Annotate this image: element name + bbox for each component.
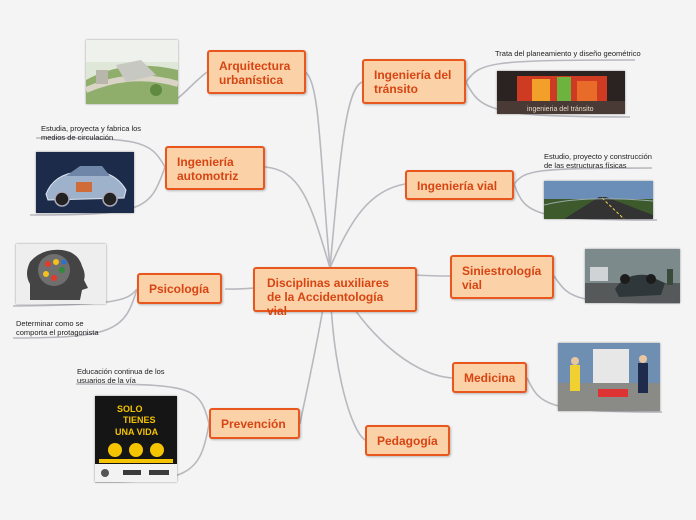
note-psicologia: Determinar como se comporta el protagoni… [16, 319, 111, 337]
node-ingenieria-automotriz[interactable]: Ingeniería automotriz [165, 146, 265, 190]
medical-response-image [558, 343, 660, 411]
node-pedagogia-label: Pedagogía [377, 434, 438, 448]
road-image [544, 181, 653, 219]
note-vial: Estudio, proyecto y construcción de las … [544, 152, 654, 170]
node-ingenieria-vial-label: Ingeniería vial [417, 179, 497, 193]
node-ingenieria-automotriz-label: Ingeniería automotriz [177, 155, 238, 183]
node-prevencion[interactable]: Prevención [209, 408, 300, 439]
node-psicologia-label: Psicología [149, 282, 209, 296]
node-ingenieria-transito[interactable]: Ingeniería del tránsito [362, 59, 466, 104]
traffic-image-caption: ingenieria del tránsito [527, 106, 594, 113]
traffic-engineering-image: ingenieria del tránsito [497, 71, 625, 114]
brain-head-image [16, 244, 106, 304]
note-automotriz: Estudia, proyecta y fabrica los medios d… [41, 124, 146, 142]
node-ingenieria-vial[interactable]: Ingeniería vial [405, 170, 514, 200]
node-pedagogia[interactable]: Pedagogía [365, 425, 450, 456]
car-cutaway-image [36, 152, 134, 213]
node-prevencion-label: Prevención [221, 417, 286, 431]
node-medicina-label: Medicina [464, 371, 515, 385]
poster-line-1: SOLO [117, 404, 143, 414]
note-prevencion: Educación continua de los usuarios de la… [77, 367, 172, 385]
node-ingenieria-transito-label: Ingeniería del tránsito [374, 68, 451, 96]
central-topic[interactable]: Disciplinas auxiliares de la Accidentolo… [253, 267, 417, 312]
prevention-poster-image: SOLO TIENES UNA VIDA [95, 396, 177, 482]
note-transito: Trata del planeamiento y diseño geométri… [495, 49, 645, 58]
node-siniestrologia[interactable]: Siniestrología vial [450, 255, 554, 299]
node-psicologia[interactable]: Psicología [137, 273, 222, 304]
node-medicina[interactable]: Medicina [452, 362, 527, 393]
node-siniestrologia-label: Siniestrología vial [462, 264, 541, 292]
central-topic-label: Disciplinas auxiliares de la Accidentolo… [267, 276, 389, 318]
poster-line-2: TIENES [123, 415, 156, 425]
crash-scene-image [585, 249, 680, 303]
node-arquitectura-label: Arquitectura urbanística [219, 59, 290, 87]
urban-architecture-image [86, 40, 178, 104]
poster-line-3: UNA VIDA [115, 427, 159, 437]
node-arquitectura[interactable]: Arquitectura urbanística [207, 50, 306, 94]
